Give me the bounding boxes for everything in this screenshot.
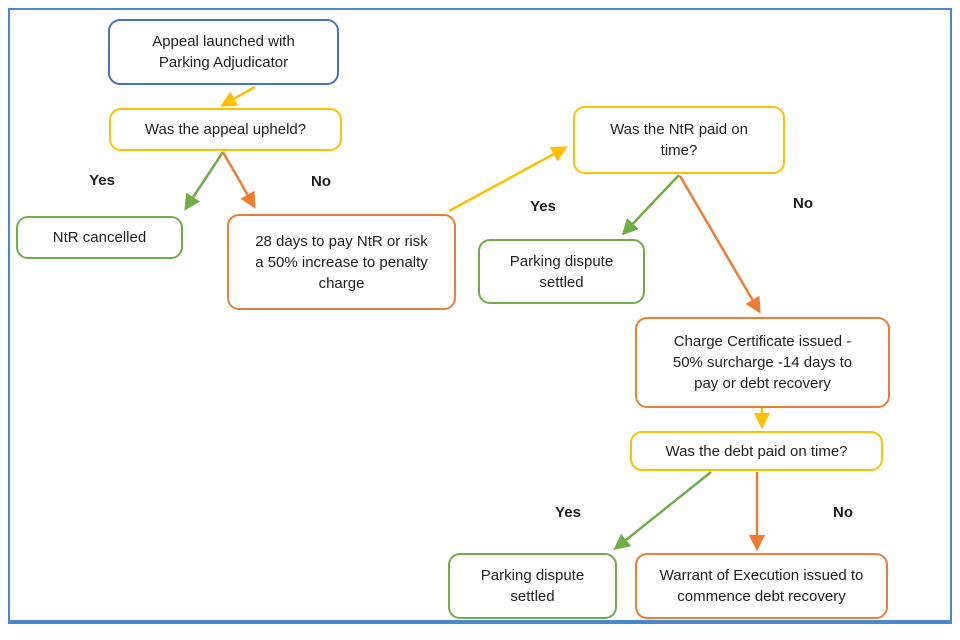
node-parking-dispute-settled-2: Parking dispute settled <box>448 553 617 619</box>
node-parking-dispute-settled-1: Parking dispute settled <box>478 239 645 304</box>
node-28-days-to-pay: 28 days to pay NtR or risk a 50% increas… <box>227 214 456 310</box>
flowchart-frame <box>8 8 952 624</box>
node-ntr-cancelled: NtR cancelled <box>16 216 183 259</box>
label-debtpaid-yes: Yes <box>555 504 581 521</box>
label-ntrpaid-no: No <box>793 195 813 212</box>
node-was-debt-paid: Was the debt paid on time? <box>630 431 883 471</box>
label-upheld-no: No <box>311 173 331 190</box>
node-appeal-launched: Appeal launched with Parking Adjudicator <box>108 19 339 85</box>
label-upheld-yes: Yes <box>89 172 115 189</box>
node-charge-certificate: Charge Certificate issued - 50% surcharg… <box>635 317 890 408</box>
node-warrant-of-execution: Warrant of Execution issued to commence … <box>635 553 888 619</box>
node-was-ntr-paid: Was the NtR paid on time? <box>573 106 785 174</box>
label-ntrpaid-yes: Yes <box>530 198 556 215</box>
label-debtpaid-no: No <box>833 504 853 521</box>
node-was-appeal-upheld: Was the appeal upheld? <box>109 108 342 151</box>
